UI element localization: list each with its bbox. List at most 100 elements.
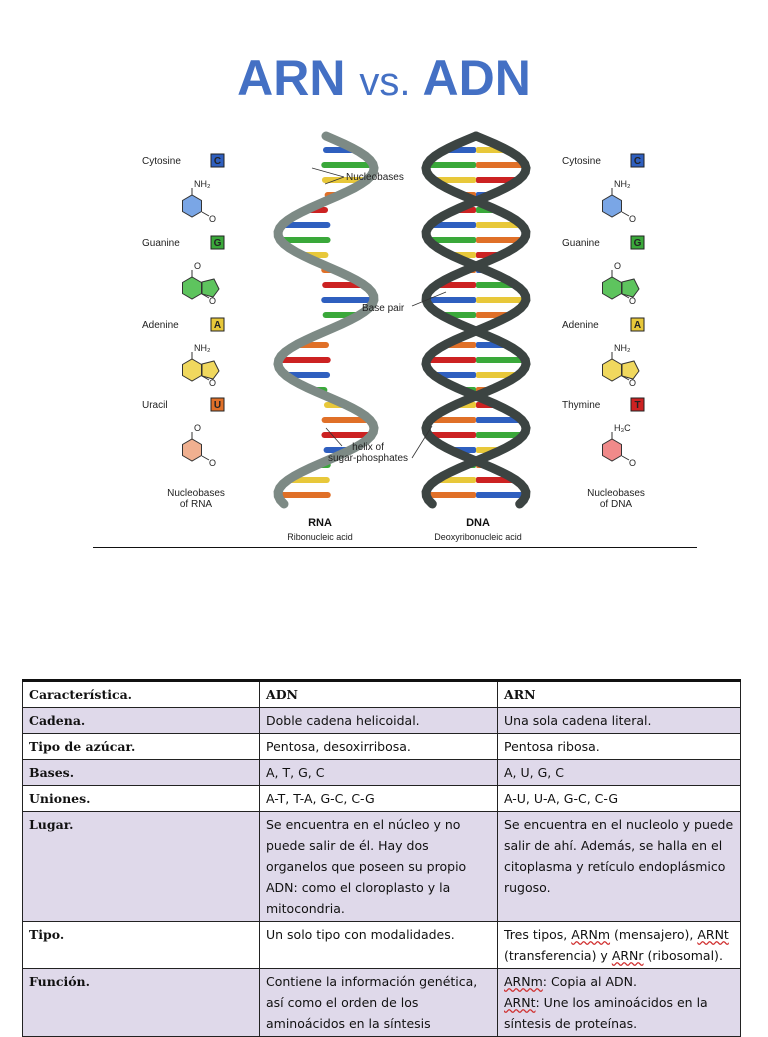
row-label: Cadena. <box>22 707 260 734</box>
bond-line <box>201 293 210 299</box>
title-vs: vs. <box>359 60 411 104</box>
rna-base-letter: U <box>214 400 221 411</box>
rna-base-bar <box>281 222 331 228</box>
dna-base-swatch <box>630 153 645 168</box>
dna-base-letter: C <box>634 156 641 167</box>
pointer-line <box>311 167 345 178</box>
rna-base-bar <box>285 372 331 378</box>
arn-cell: A-U, U-A, G-C, C-G <box>497 785 741 812</box>
dna-base-bar <box>433 372 476 378</box>
row-label: Lugar. <box>22 811 260 922</box>
adn-cell: Pentosa, desoxirribosa. <box>259 733 498 760</box>
pointer-line <box>324 176 345 185</box>
adn-cell: Contiene la información genética, así co… <box>259 968 498 1037</box>
dna-base-swatch <box>630 397 645 412</box>
adn-cell: Doble cadena helicoidal. <box>259 707 498 734</box>
row-label: Función. <box>22 968 260 1037</box>
page-title: ARN vs. ADN <box>0 46 768 114</box>
dna-base-letter: G <box>634 238 642 249</box>
row-label: Tipo. <box>22 921 260 969</box>
dna-caption-line: of DNA <box>600 499 633 510</box>
dna-base-bar <box>476 162 526 168</box>
title-arn: ARN <box>237 50 346 106</box>
term-text: ARNr <box>611 948 644 963</box>
term-text: ARNm <box>504 974 543 989</box>
helix-label: sugar-phosphates <box>328 453 408 464</box>
row-label: Uniones. <box>22 785 260 812</box>
arn-cell: Pentosa ribosa. <box>497 733 741 760</box>
dna-helix <box>421 131 531 509</box>
arn-cell: Se encuentra en el nucleolo y puede sali… <box>497 811 741 922</box>
table-row: Lugar.Se encuentra en el núcleo y no pue… <box>22 811 741 922</box>
cell-text: Tres tipos, <box>504 927 572 942</box>
dna-base-bar <box>428 432 476 438</box>
dna-base-swatch <box>630 235 645 250</box>
rna-name: RNA <box>308 517 332 529</box>
arn-cell: ARNm: Copia al ADN.ARNt: Une los aminoác… <box>497 968 741 1037</box>
row-label: Tipo de azúcar. <box>22 733 260 760</box>
ring-shape <box>182 438 202 462</box>
atom-label: O <box>629 296 636 306</box>
dna-full-name: Deoxyribonucleic acid <box>434 532 522 542</box>
dna-base-name: Guanine <box>562 238 600 249</box>
bond-line <box>201 375 210 381</box>
ring-shape <box>621 360 640 380</box>
bond-line <box>201 455 210 461</box>
bond-line <box>201 211 210 217</box>
rna-base-bar <box>280 237 331 243</box>
ring-shape <box>182 194 202 218</box>
header-arn: ARN <box>497 679 741 708</box>
dna-molecule: OO <box>602 261 640 306</box>
rna-base-name: Cytosine <box>142 156 181 167</box>
dna-base-letter: T <box>634 400 640 411</box>
rna-base-swatch <box>210 153 225 168</box>
adn-cell: Un solo tipo con modalidades. <box>259 921 498 969</box>
title-adn: ADN <box>422 50 531 106</box>
atom-label: NH₂ <box>614 343 631 353</box>
rna-base-bar <box>321 162 374 168</box>
rna-base-letter: C <box>214 156 221 167</box>
rna-molecule: OO <box>182 423 216 468</box>
atom-label: O <box>614 261 621 271</box>
table-row: Cadena.Doble cadena helicoidal.Una sola … <box>22 707 741 734</box>
dna-base-bar <box>476 357 526 363</box>
dna-backbone <box>421 131 531 509</box>
ring-shape <box>201 360 220 380</box>
dna-base-bar <box>426 297 476 303</box>
bond-line <box>621 455 630 461</box>
arn-cell: Una sola cadena literal. <box>497 707 741 734</box>
atom-label: O <box>209 378 216 388</box>
dna-caption-line: Nucleobases <box>587 488 645 499</box>
base-pair-label: Base pair <box>362 303 405 314</box>
rna-base-name: Uracil <box>142 400 168 411</box>
ring-shape <box>602 358 622 382</box>
pointer-line <box>411 425 433 459</box>
dna-base-bar <box>476 417 522 423</box>
atom-label: O <box>194 423 201 433</box>
table-row: Función.Contiene la información genética… <box>22 968 741 1037</box>
header-adn: ADN <box>259 679 498 708</box>
dna-base-bar <box>476 372 519 378</box>
header-caracteristica: Característica. <box>22 679 260 708</box>
ring-shape <box>602 194 622 218</box>
adn-cell: A, T, G, C <box>259 759 498 786</box>
dna-base-name: Thymine <box>562 400 601 411</box>
cell-text: (transferencia) y <box>504 948 612 963</box>
rna-base-swatch <box>210 317 225 332</box>
rna-caption-line: of RNA <box>180 499 213 510</box>
dna-base-bar <box>476 432 524 438</box>
dna-name: DNA <box>466 517 490 529</box>
dna-base-swatch <box>630 317 645 332</box>
dna-base-bar <box>426 162 476 168</box>
rna-base-letter: A <box>214 320 221 331</box>
atom-label: NH₂ <box>194 343 211 353</box>
rna-base-name: Adenine <box>142 320 179 331</box>
term-text: ARNt <box>697 927 729 942</box>
dna-base-name: Cytosine <box>562 156 601 167</box>
dna-base-bar <box>426 492 476 498</box>
dna-base-bar <box>476 237 524 243</box>
